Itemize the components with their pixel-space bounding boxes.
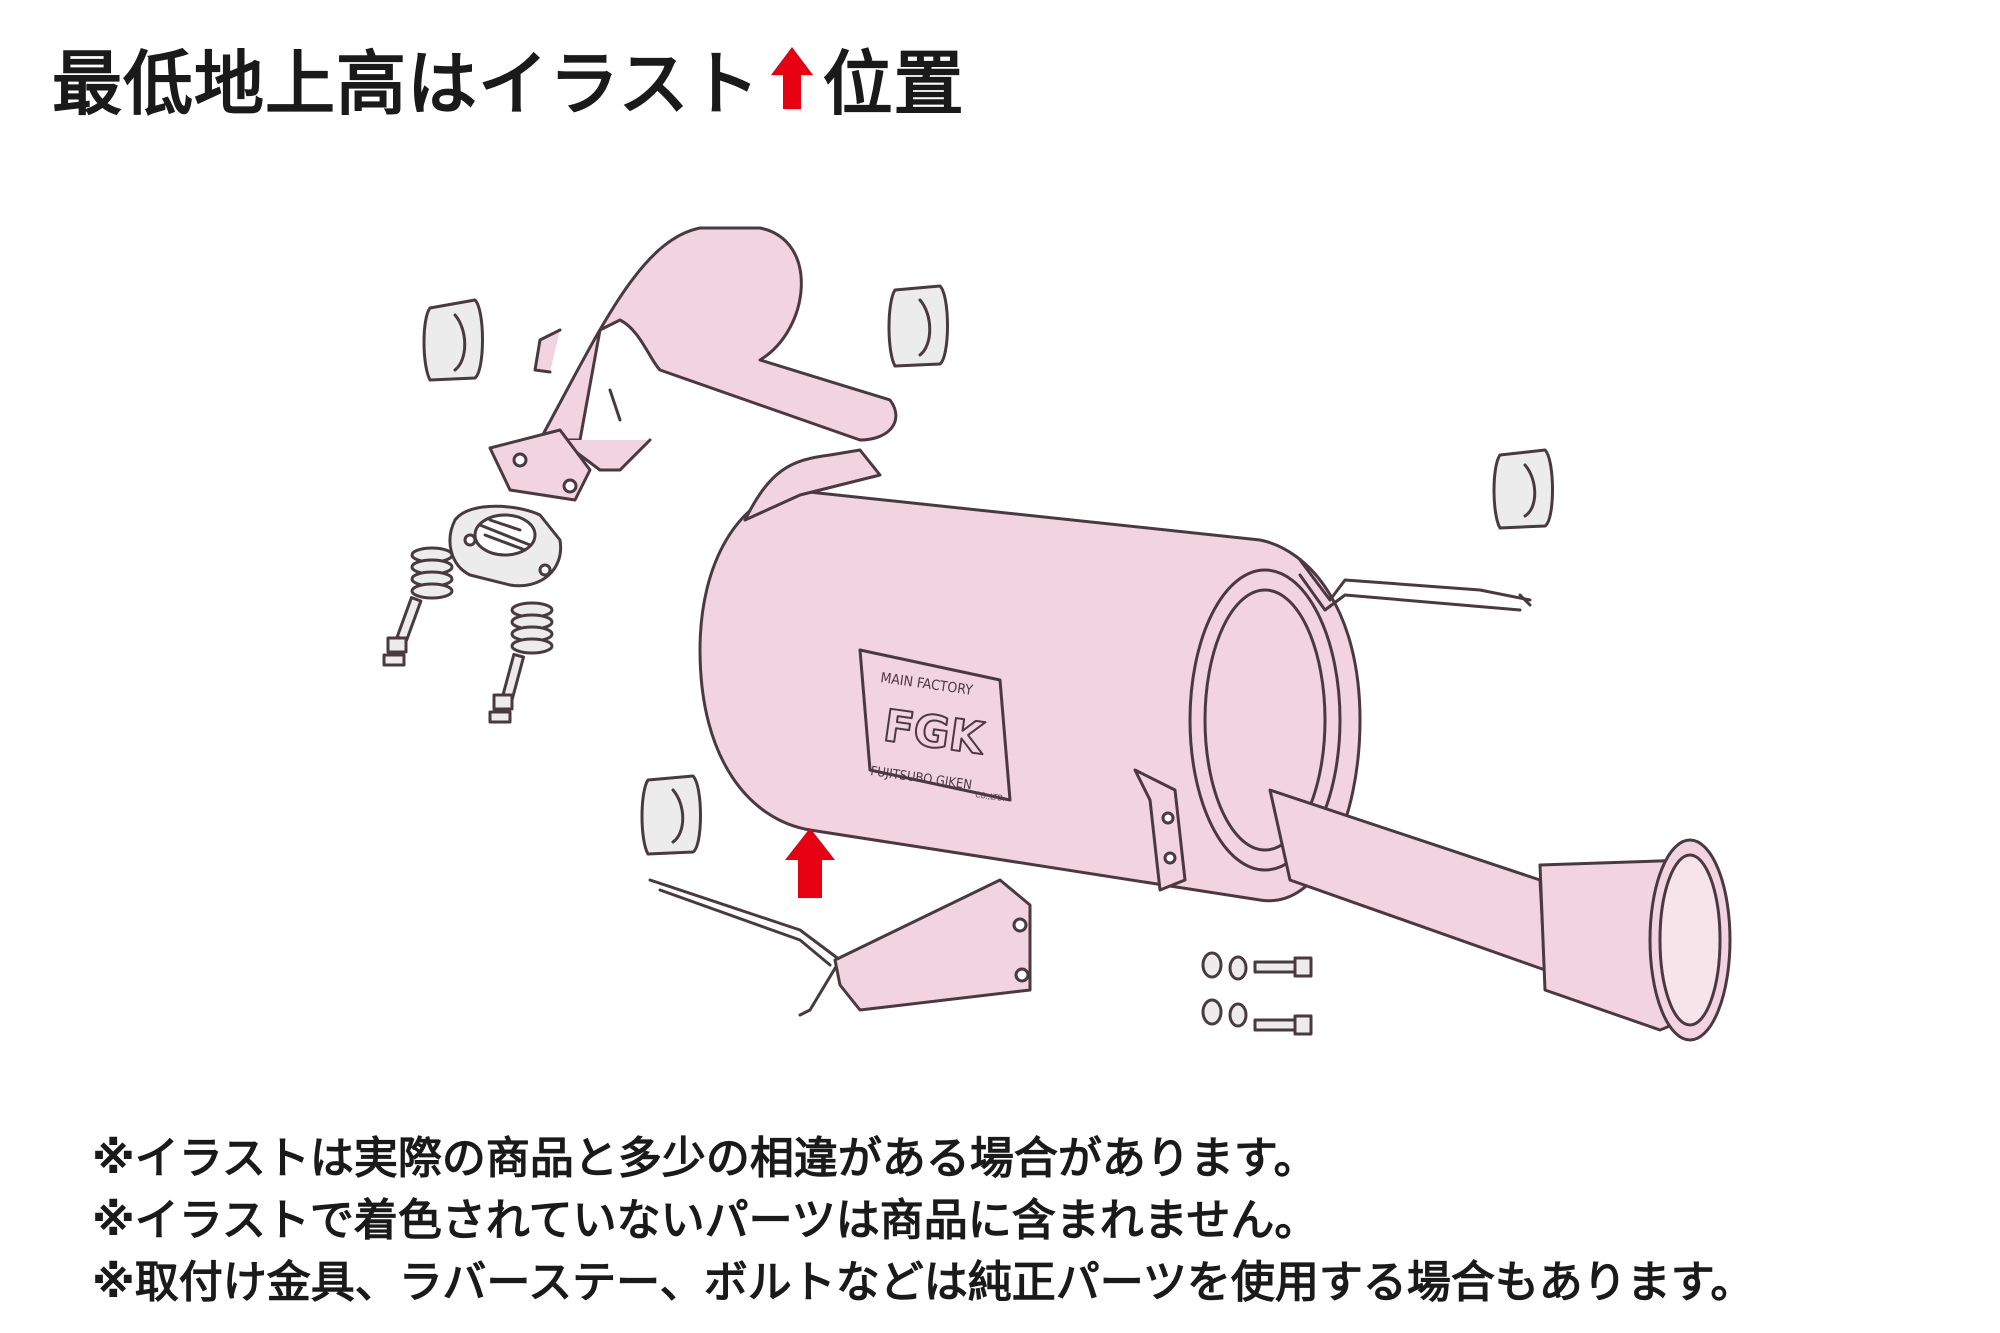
washer-bolt-set-upper — [1201, 951, 1313, 981]
spring-left — [410, 546, 454, 600]
ground-clearance-arrow-icon — [785, 828, 835, 898]
rubber-mount-4 — [640, 774, 702, 856]
washer-bolt-set-lower — [1201, 998, 1313, 1036]
front-pipe — [488, 226, 898, 502]
bolt-right — [488, 652, 526, 724]
title-prefix: 最低地上高はイラスト — [52, 42, 761, 125]
fgk-logo-badge: MAIN FACTORY FGK FUJITSUBO GIKEN CO.,LTD… — [858, 648, 1012, 803]
title-suffix: 位置 — [822, 42, 965, 125]
tail-pipe — [1268, 788, 1732, 1042]
gasket — [448, 504, 563, 588]
red-up-arrow-icon — [770, 47, 813, 109]
spring-right — [510, 601, 554, 655]
note-2: ※イラストで着色されていないパーツは商品に含まれません。 — [92, 1195, 1319, 1246]
notes: ※イラストは実際の商品と多少の相違がある場合があります。 ※イラストで着色されて… — [92, 1128, 1754, 1314]
rubber-mount-2 — [887, 284, 949, 368]
note-3: ※取付け金具、ラバーステー、ボルトなどは純正パーツを使用する場合もあります。 — [92, 1257, 1755, 1308]
rubber-mount-1 — [422, 298, 484, 382]
rubber-mount-3 — [1492, 448, 1554, 530]
lower-hanger-bracket — [648, 878, 1032, 1017]
muffler-body — [698, 448, 1362, 903]
muffler-hanger-rod — [1298, 558, 1532, 612]
note-1: ※イラストは実際の商品と多少の相違がある場合があります。 — [92, 1133, 1318, 1184]
bolt-left — [382, 596, 423, 667]
logo-suffix-text: CO.,LTD. — [975, 790, 1006, 803]
page-title: 最低地上高はイラスト 位置 — [52, 36, 965, 125]
muffler-side-bracket — [1133, 768, 1187, 892]
